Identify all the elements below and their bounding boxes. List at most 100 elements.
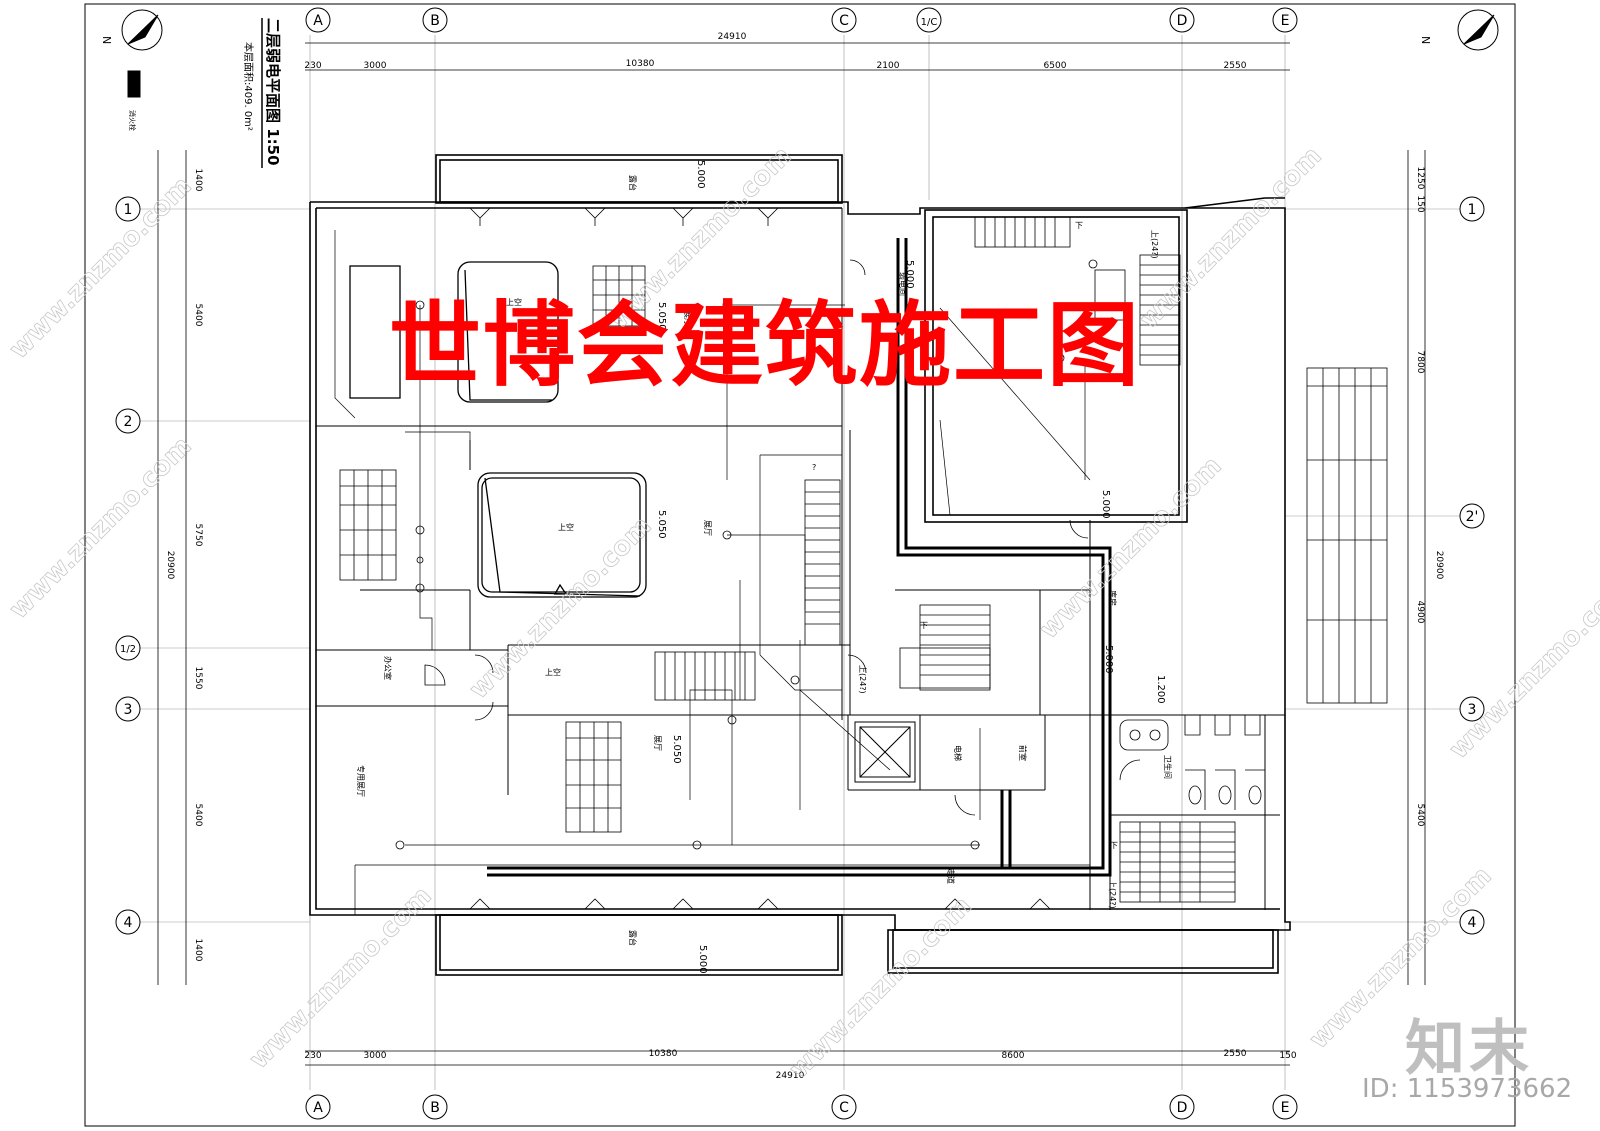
room-labels: 上空 上空 上空 露台 露台 展厅 展厅 展厅 办公室 专用展厅 电梯 前室 卫… [356,175,1173,946]
watermarks: www.znzmo.com www.znzmo.com www.znzmo.co… [3,141,1600,1086]
svg-text:2100: 2100 [877,61,900,71]
void-label-2: 上空 [558,522,574,532]
storage-label: 库房 [1108,590,1118,606]
image-id-label: ID: 1153973662 [1362,1074,1573,1104]
svg-text:5.050: 5.050 [656,510,667,539]
toilet-label: 卫生间 [1163,755,1173,779]
svg-text:10380: 10380 [649,1049,678,1059]
dimension-lines [157,42,1426,1066]
stair-down-label: 下 [1075,221,1083,230]
toilet-fixtures [1119,715,1266,810]
svg-text:230: 230 [304,1051,321,1061]
svg-text:1250: 1250 [1415,167,1425,190]
grid-label-1c: 1/C [921,17,938,28]
grid-label-1-right: 1 [1468,202,1477,218]
aisle-label: 走道 [946,868,956,884]
balcony-bottom-label: 露台 [628,930,638,946]
svg-text:5.000: 5.000 [695,160,706,189]
grid-label-2: 2 [124,414,133,430]
svg-text:5400: 5400 [193,804,203,827]
svg-text:20900: 20900 [165,551,175,580]
svg-text:1400: 1400 [193,169,203,192]
svg-text:1.200: 1.200 [1155,675,1166,704]
grid-label-1: 1 [124,202,133,218]
north-arrow-icon [121,9,1499,51]
svg-text:2550: 2550 [1224,61,1247,71]
grid-label-4-right: 4 [1468,915,1477,931]
exhibit-room-label: 专用展厅 [356,765,366,797]
grid-label-3-right: 3 [1468,702,1477,718]
north-label: N [100,36,113,44]
stair-down-label-3: 下 [1110,841,1118,850]
svg-text:24910: 24910 [718,32,747,42]
svg-text:3000: 3000 [364,61,387,71]
svg-text:www.znzmo.com: www.znzmo.com [244,881,438,1075]
grid-label-b-bottom: B [430,1100,440,1116]
svg-text:3000: 3000 [364,1051,387,1061]
void-label-3: 上空 [545,667,561,677]
exhibit-hall-3-label: 展厅 [653,735,662,751]
doors [424,207,1141,910]
grid-label-1-2: 1/2 [120,644,136,655]
svg-text:1550: 1550 [193,667,203,690]
grid-label-a: A [313,13,323,29]
svg-text:150: 150 [1415,195,1425,212]
svg-text:5.000: 5.000 [1100,490,1111,519]
office-label: 办公室 [383,656,393,680]
stair-up-label-2: 上(24?) [858,665,867,694]
svg-text:www.znzmo.com: www.znzmo.com [4,171,198,365]
antechamber-label: 前室 [1018,745,1028,761]
brand-logo: 知末 [1405,1014,1533,1084]
stair-down-label-2: 下 [920,621,928,630]
svg-text:5.050: 5.050 [671,735,682,764]
north-label-right: N [1419,36,1432,44]
interior-walls [316,208,1285,910]
wiring [334,230,1140,915]
svg-text:5.000: 5.000 [904,260,915,289]
svg-text:2550: 2550 [1224,1049,1247,1059]
grid-label-3: 3 [124,702,133,718]
grid-label-2p-right: 2' [1466,509,1479,525]
exhibit-hall-2-label: 展厅 [703,520,712,536]
stairs [654,216,1236,903]
grid-label-c-bottom: C [839,1100,849,1116]
weak-room-label: 弱电间 [898,272,908,296]
svg-text:5.050: 5.050 [656,302,667,331]
drawing-title-block: 二层弱电平面图 1:50 本层面积:409. 0m² N N 消火栓 [100,18,1432,168]
floor-area: 本层面积:409. 0m² [242,42,255,131]
void-label-1: 上空 [506,297,522,307]
svg-text:5400: 5400 [1415,804,1425,827]
grid-label-4: 4 [124,915,133,931]
svg-text:1400: 1400 [193,939,203,962]
svg-text:5750: 5750 [193,524,203,547]
grid-label-d: D [1177,13,1188,29]
stair-up-label-1: 上(24?) [1150,230,1159,259]
legend-swatch [127,70,141,98]
outlet-symbols [395,259,1098,850]
question-label: ? [812,463,816,472]
svg-text:10380: 10380 [626,59,655,69]
svg-text:7800: 7800 [1415,351,1425,374]
elevation-marks: 5.000 5.050 5.050 5.050 5.000 5.000 5.00… [656,160,1166,974]
drawing-title: 二层弱电平面图 1:50 [264,18,282,166]
svg-text:6500: 6500 [1044,61,1067,71]
svg-text:24910: 24910 [776,1071,805,1081]
dimension-text: 24910 230 3000 10380 2100 6500 2550 2491… [165,32,1444,1081]
grid-label-a-bottom: A [313,1100,323,1116]
svg-text:www.znzmo.com: www.znzmo.com [4,431,198,625]
grid-label-b: B [430,13,440,29]
svg-text:5.000: 5.000 [1103,645,1114,674]
sheet-border [84,3,1516,1127]
legend-label: 消火栓 [128,110,137,131]
equipment-tables [339,265,1388,833]
balcony-top-label: 露台 [628,175,638,191]
svg-text:www.znzmo.com: www.znzmo.com [784,891,978,1085]
grid-label-e: E [1281,13,1290,29]
svg-text:5.000: 5.000 [697,945,708,974]
svg-text:150: 150 [1279,1051,1296,1061]
svg-text:230: 230 [304,61,321,71]
overlay-title: 世博会建筑施工图 [388,292,1141,399]
grid-bubbles: A B C 1/C D E A B C D E 1 2 1/2 3 4 1 2'… [115,7,1485,1120]
exhibit-hall-1-label: 展厅 [683,310,692,326]
